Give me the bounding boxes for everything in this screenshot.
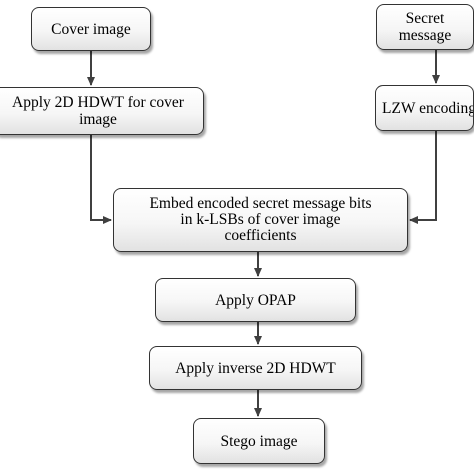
lzw-encoding-box: LZW encoding xyxy=(375,85,474,131)
apply-opap-box: Apply OPAP xyxy=(155,278,356,322)
embed-label-line2: in k-LSBs of cover image xyxy=(180,211,341,228)
apply-hdwt-box: Apply 2D HDWT for cover image xyxy=(0,87,204,135)
arrow-lzw-to-embed xyxy=(409,131,437,224)
stego-image-box: Stego image xyxy=(193,418,325,464)
arrow-hdwt-to-embed xyxy=(90,135,112,224)
embed-box: Embed encoded secret message bits in k-L… xyxy=(113,188,408,252)
secret-message-label-line1: Secret xyxy=(405,10,445,27)
cover-image-label: Cover image xyxy=(51,20,131,38)
lzw-encoding-label: LZW encoding xyxy=(382,99,474,117)
embed-label-line3: coefficients xyxy=(224,227,297,244)
apply-hdwt-label-line1: Apply 2D HDWT for cover xyxy=(12,94,184,111)
apply-inverse-hdwt-label: Apply inverse 2D HDWT xyxy=(175,359,336,377)
cover-image-box: Cover image xyxy=(31,7,151,51)
secret-message-label-line2: message xyxy=(398,27,452,44)
apply-inverse-hdwt-box: Apply inverse 2D HDWT xyxy=(149,346,362,390)
embed-label-line1: Embed encoded secret message bits xyxy=(149,195,372,212)
secret-message-box: Secret message xyxy=(376,4,474,50)
apply-hdwt-label-line2: image xyxy=(79,111,117,128)
apply-opap-label: Apply OPAP xyxy=(215,291,296,309)
stego-image-label: Stego image xyxy=(220,432,298,450)
